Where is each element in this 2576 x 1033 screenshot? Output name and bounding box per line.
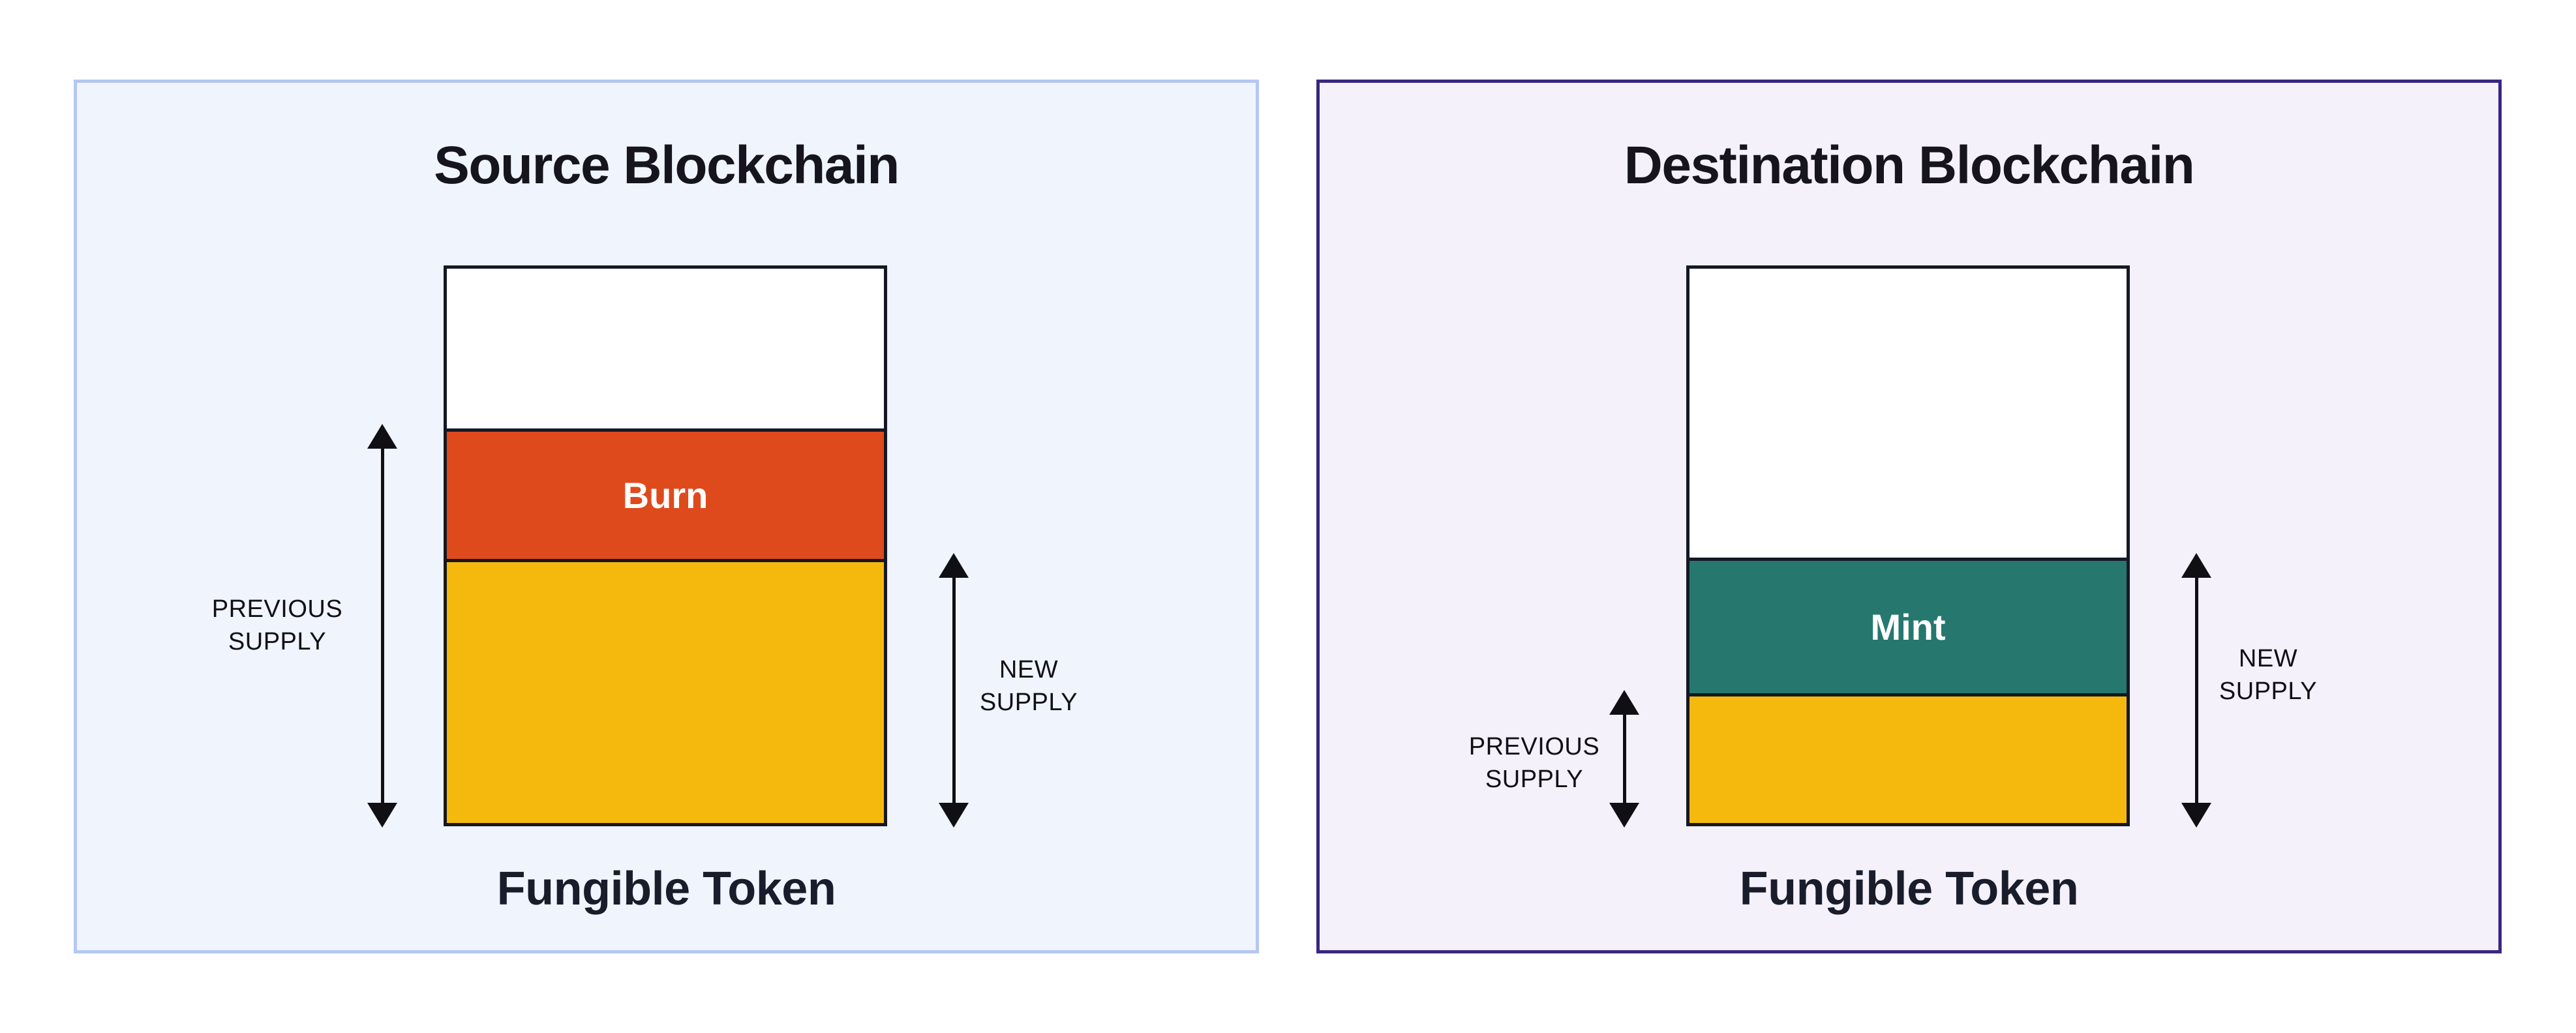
arrow-down-head-icon [367,803,397,828]
source-panel-title: Source Blockchain [434,136,900,195]
label-line: SUPPLY [2219,678,2318,706]
destination-previous-supply-label: PREVIOUS SUPPLY [1417,730,1652,796]
label-line: PREVIOUS [1468,733,1600,760]
arrow-up-head-icon [2181,553,2211,578]
label-line: NEW [2238,645,2298,672]
arrow-shaft [1622,711,1626,807]
arrow-shaft [2194,574,2198,807]
label-line: SUPPLY [228,628,327,656]
arrow-up-head-icon [1609,690,1639,715]
arrow-down-head-icon [1609,803,1639,828]
destination-token-label: Fungible Token [1739,863,2079,915]
source-empty-segment [447,269,884,428]
destination-previous-supply-arrow [1609,690,1639,828]
destination-blockchain-panel: Destination Blockchain Mint PREVIOUS SUP… [1316,80,2502,953]
source-blockchain-panel: Source Blockchain Burn PREVIOUS SUPPLY N… [74,80,1259,953]
arrow-down-head-icon [2181,803,2211,828]
arrow-down-head-icon [939,803,969,828]
destination-panel-title: Destination Blockchain [1624,136,2195,195]
destination-new-supply-arrow [2181,553,2211,828]
arrow-shaft [952,574,956,807]
label-line: PREVIOUS [211,595,343,623]
source-token-supply-bar: Burn [444,265,887,826]
source-new-supply-label: NEW SUPPLY [911,653,1146,719]
source-new-supply-arrow [939,553,969,828]
burn-segment-label: Burn [622,474,708,516]
destination-empty-segment [1690,269,2127,558]
source-remaining-supply-segment [447,559,884,823]
burn-segment: Burn [447,428,884,559]
source-previous-supply-label: PREVIOUS SUPPLY [160,593,395,658]
mint-segment: Mint [1690,558,2127,693]
destination-token-supply-bar: Mint [1686,265,2130,826]
label-line: SUPPLY [1485,766,1584,794]
destination-previous-supply-segment [1690,693,2127,823]
label-line: SUPPLY [979,689,1078,717]
label-line: NEW [999,656,1059,683]
arrow-up-head-icon [939,553,969,578]
destination-new-supply-label: NEW SUPPLY [2151,642,2386,708]
arrow-shaft [380,445,384,807]
source-previous-supply-arrow [367,424,397,828]
source-token-label: Fungible Token [496,863,836,915]
mint-segment-label: Mint [1870,606,1946,648]
arrow-up-head-icon [367,424,397,449]
